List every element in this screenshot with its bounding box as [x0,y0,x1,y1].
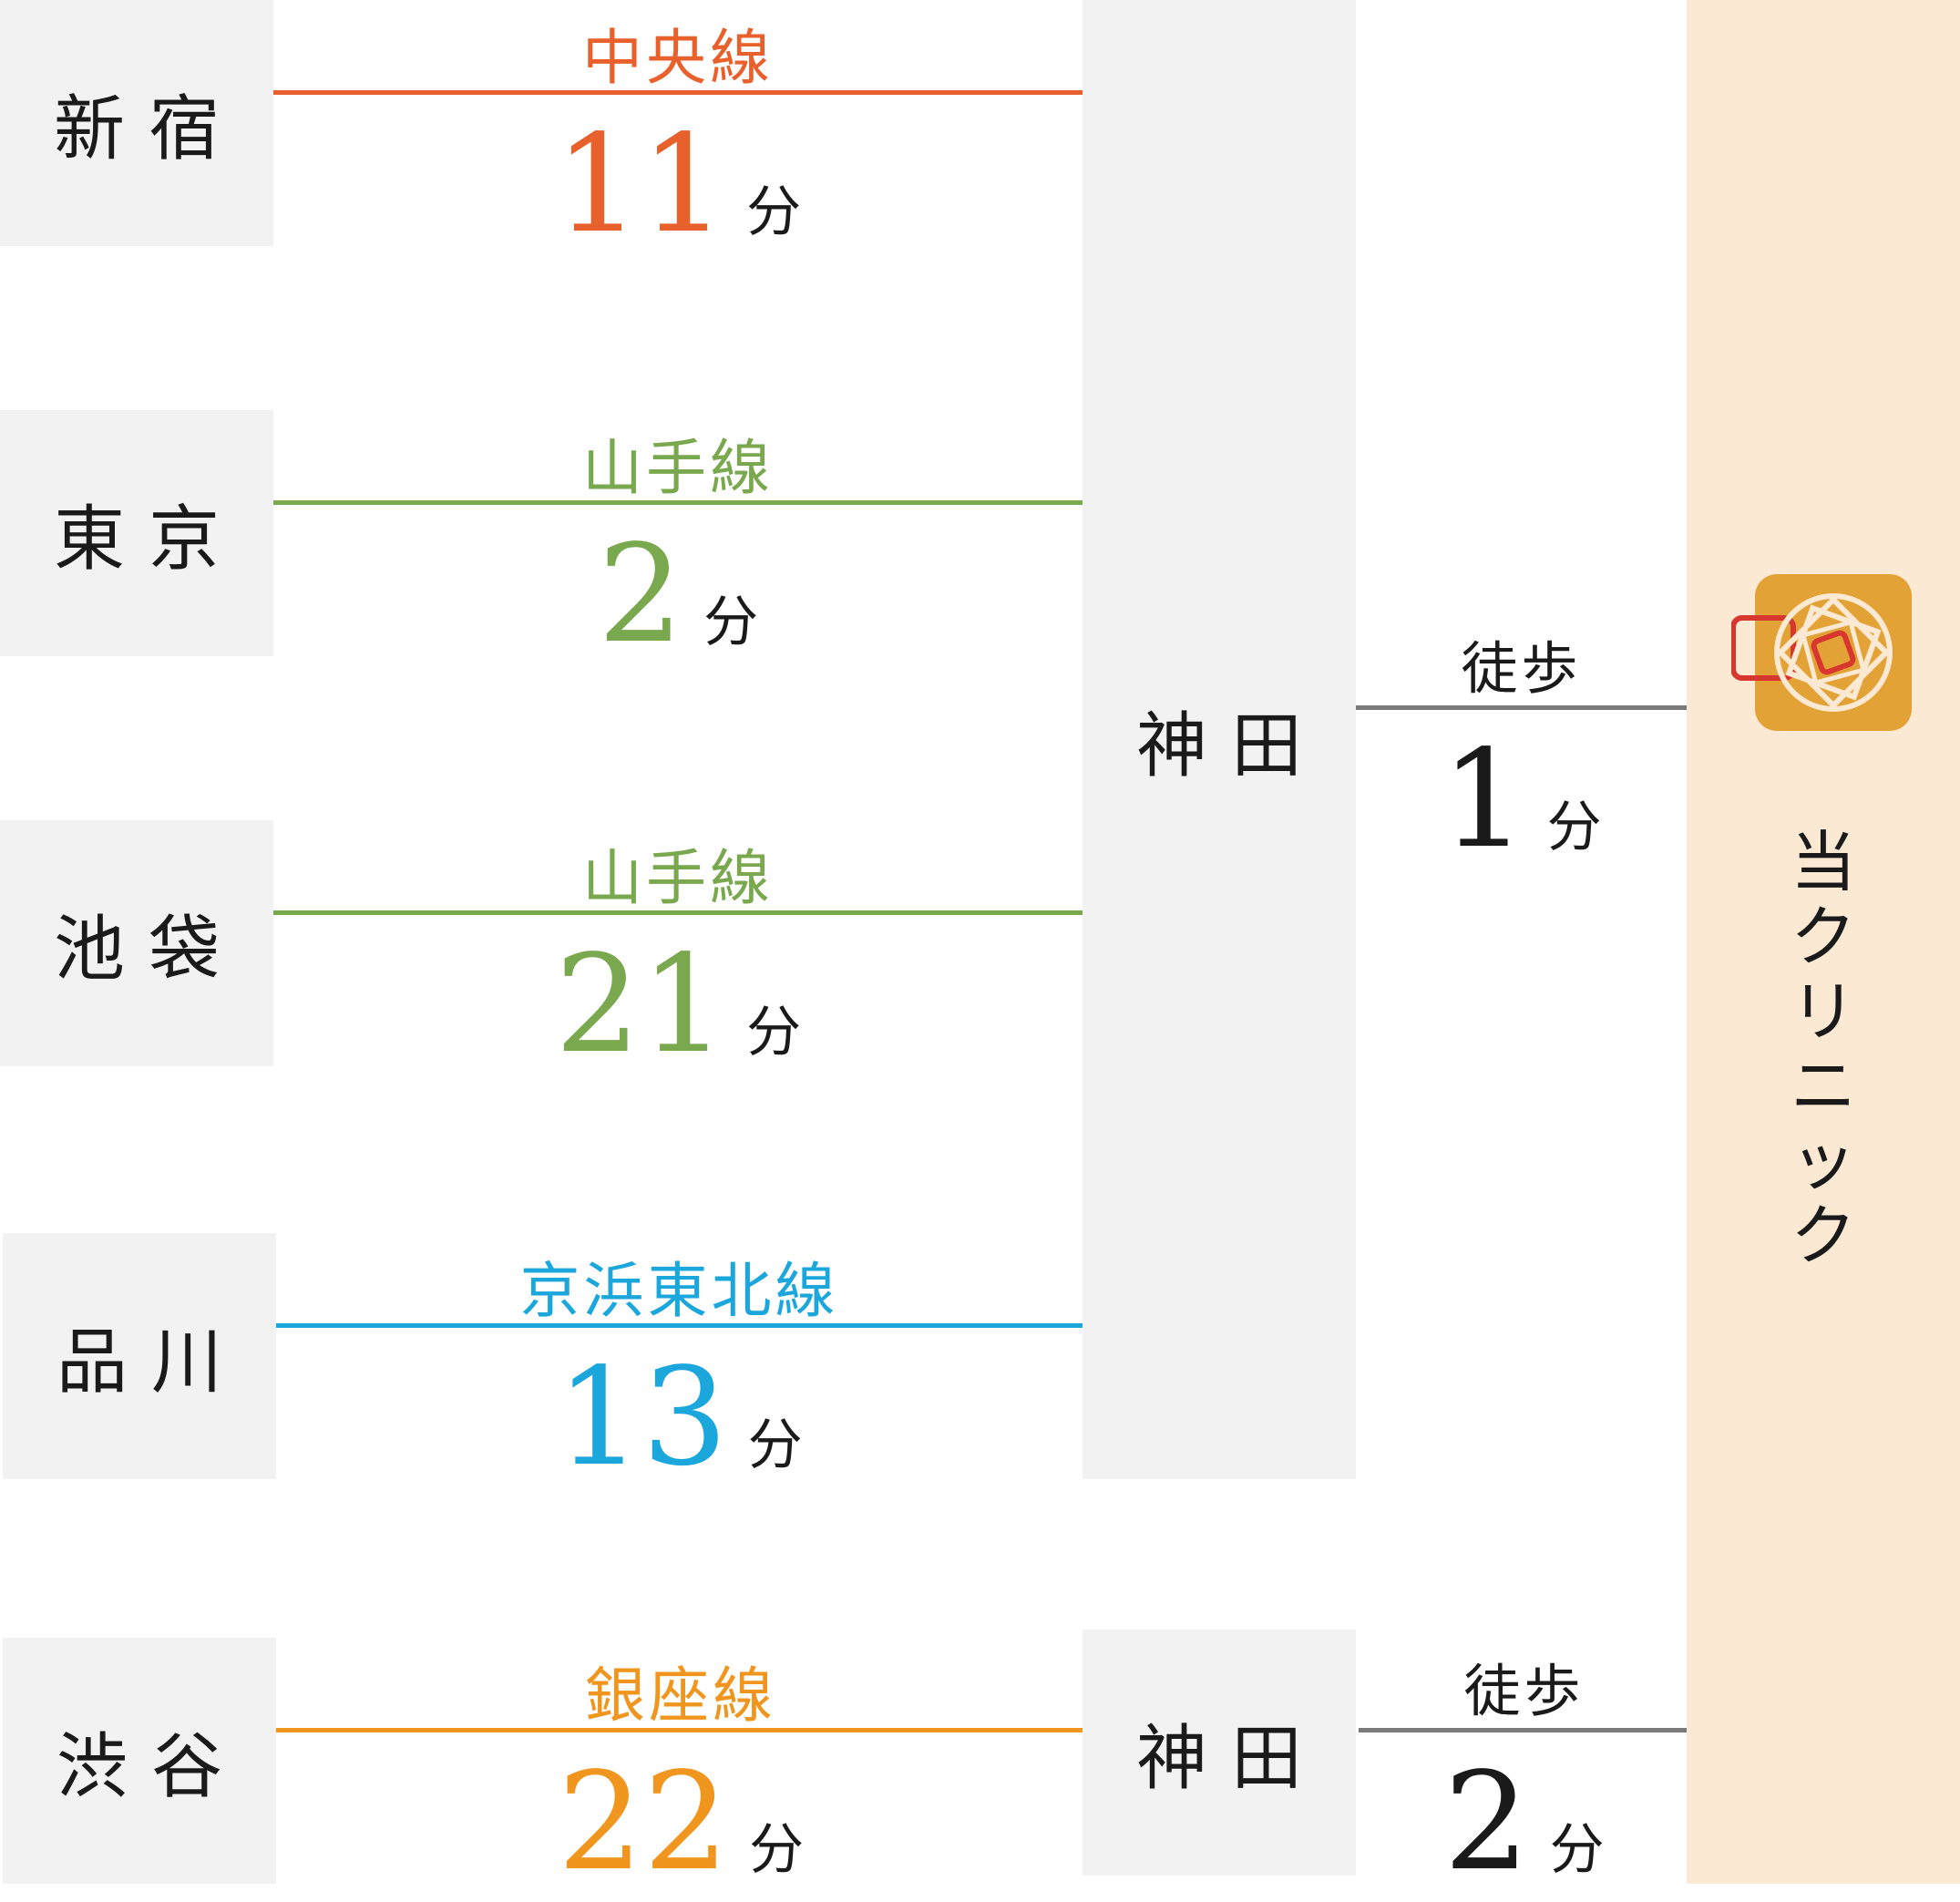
train-line-label-yamanote: 山手線 [582,433,774,503]
clinic-name-char: ク [1790,899,1856,975]
clinic-name-char: リ [1790,973,1856,1050]
travel-minutes: 2 [597,516,684,673]
clinic-destination: 当 ク リ ニ ッ ク [1687,0,1960,1884]
hub-station-name: 神田 [1135,704,1326,787]
origin-station-name: 東京 [53,499,243,581]
walk-minutes: 2 [1443,1743,1530,1900]
minute-unit: 分 [703,591,759,654]
route-line-chuo [273,90,1083,95]
clinic-name-char: ッ [1790,1123,1856,1199]
clinic-logo-icon [1731,574,1912,731]
origin-station-name: 品川 [56,1321,246,1403]
origin-station-shibuya: 渋谷 [3,1638,276,1884]
hub-station-kanda: 神田 [1083,0,1356,1479]
origin-station-ikebukuro: 池袋 [0,820,273,1066]
train-line-label-keihin-tohoku: 京浜東北線 [519,1256,839,1326]
minute-unit: 分 [746,1001,802,1064]
origin-station-name: 池袋 [53,909,243,991]
walk-minutes: 1 [1441,721,1527,878]
origin-station-shinjuku: 新宿 [0,0,273,246]
hub-station-kanda: 神田 [1083,1630,1356,1876]
minute-unit: 分 [746,180,802,244]
origin-station-name: 渋谷 [56,1726,246,1808]
train-line-label-yamanote: 山手線 [582,843,774,913]
route-line-yamanote [273,910,1083,915]
clinic-name: 当 ク リ ニ ッ ク [1687,825,1960,1273]
train-line-label-chuo: 中央線 [582,23,774,93]
walk-line [1359,1728,1689,1732]
walk-line [1356,705,1687,710]
walk-label: 徒歩 [1461,635,1582,702]
origin-station-shinagawa: 品川 [3,1233,276,1479]
train-line-label-ginza: 銀座線 [585,1660,776,1731]
walk-label: 徒歩 [1463,1658,1585,1724]
clinic-name-char: 当 [1790,824,1856,900]
route-line-ginza [276,1728,1085,1732]
route-line-keihin-tohoku [276,1323,1083,1328]
travel-minutes: 22 [557,1743,730,1900]
minute-unit: 分 [1549,1818,1605,1882]
travel-minutes: 21 [554,926,727,1083]
origin-station-name: 新宿 [53,88,243,170]
travel-minutes: 13 [556,1339,728,1496]
origin-station-tokyo: 東京 [0,410,273,656]
clinic-name-char: ク [1790,1198,1856,1274]
minute-unit: 分 [749,1818,805,1882]
route-line-yamanote [273,500,1083,505]
travel-minutes: 11 [554,106,727,262]
minute-unit: 分 [1546,796,1602,859]
hub-station-name: 神田 [1135,1718,1326,1800]
clinic-name-char: ニ [1790,1048,1856,1125]
minute-unit: 分 [747,1414,803,1477]
